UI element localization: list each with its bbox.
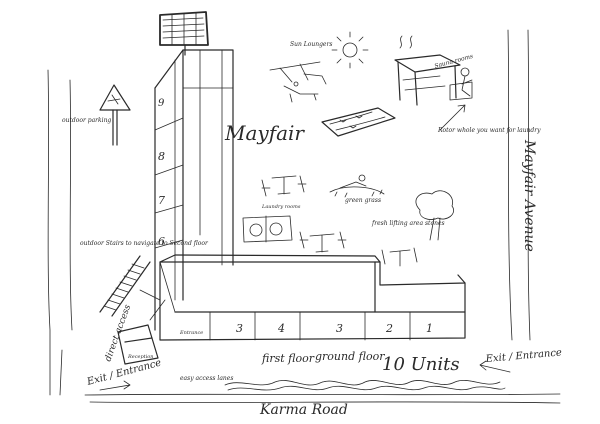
floor-number: 9	[158, 98, 165, 109]
reception-label: Reception	[127, 354, 154, 360]
floor-number: 8	[158, 150, 165, 163]
arrow-icon	[99, 380, 131, 391]
table-with-chairs-icon	[381, 247, 418, 267]
easy-access-label: easy access lanes	[180, 375, 233, 382]
mayfair-avenue-label: Mayfair Avenue	[521, 139, 537, 252]
outdoor-stairs-label: outdoor Stairs to navigate to Second flo…	[80, 240, 209, 247]
site-name: Mayfair	[224, 121, 305, 145]
sun-loungers-label: Sun Loungers	[290, 41, 332, 48]
outdoor-parking-label: outdoor parking	[62, 117, 111, 124]
left-road-border	[47, 69, 73, 396]
sauna-person-icon	[449, 67, 473, 101]
floor-number: 7	[158, 194, 165, 207]
units-total-label: 10 Units	[382, 354, 460, 375]
arrow-icon	[479, 360, 511, 373]
first-floor-label: first floor	[261, 352, 315, 365]
ground-floor-label: ground floor	[315, 350, 385, 363]
roof-structure	[159, 11, 209, 56]
tower-building	[154, 49, 234, 331]
arrow-icon	[439, 104, 466, 131]
green-grass-label: green grass	[345, 197, 381, 204]
unit-number: 1	[426, 322, 433, 335]
exit-entrance-right-label: Exit / Entrance	[484, 347, 562, 365]
grass-lounger-icon	[329, 174, 385, 198]
unit-number: 3	[336, 322, 343, 335]
rotor-label: Rotor whole you want for laundry	[437, 127, 541, 134]
outdoor-stairs	[99, 255, 151, 317]
entrance-sign: Entrance	[179, 330, 203, 336]
low-block-building	[139, 254, 466, 341]
parking-sign-icon	[99, 84, 131, 146]
karma-road-border	[84, 393, 561, 404]
tree-icon	[415, 190, 454, 241]
sauna-hut	[394, 35, 461, 106]
reception-booth	[117, 299, 166, 365]
sun-icon	[331, 31, 369, 69]
table-with-chairs-icon	[299, 231, 347, 253]
fresh-lifting-label: fresh lifting area stones	[371, 220, 445, 227]
table-with-chairs-icon	[261, 175, 307, 197]
pavement-scribble	[224, 380, 506, 391]
pool	[321, 107, 396, 137]
exit-entrance-left-label: Exit / Entrance	[85, 357, 163, 388]
unit-number: 2	[385, 322, 393, 335]
floor-number: 6	[158, 235, 165, 248]
right-road-border	[507, 29, 531, 341]
laundry-label: Laundry rooms	[261, 204, 301, 210]
karma-road-label: Karma Road	[259, 402, 348, 418]
sun-lounger-icon	[269, 61, 327, 103]
laundry-machines-icon	[242, 215, 293, 243]
unit-number: 4	[277, 322, 285, 335]
unit-number: 3	[236, 322, 243, 335]
